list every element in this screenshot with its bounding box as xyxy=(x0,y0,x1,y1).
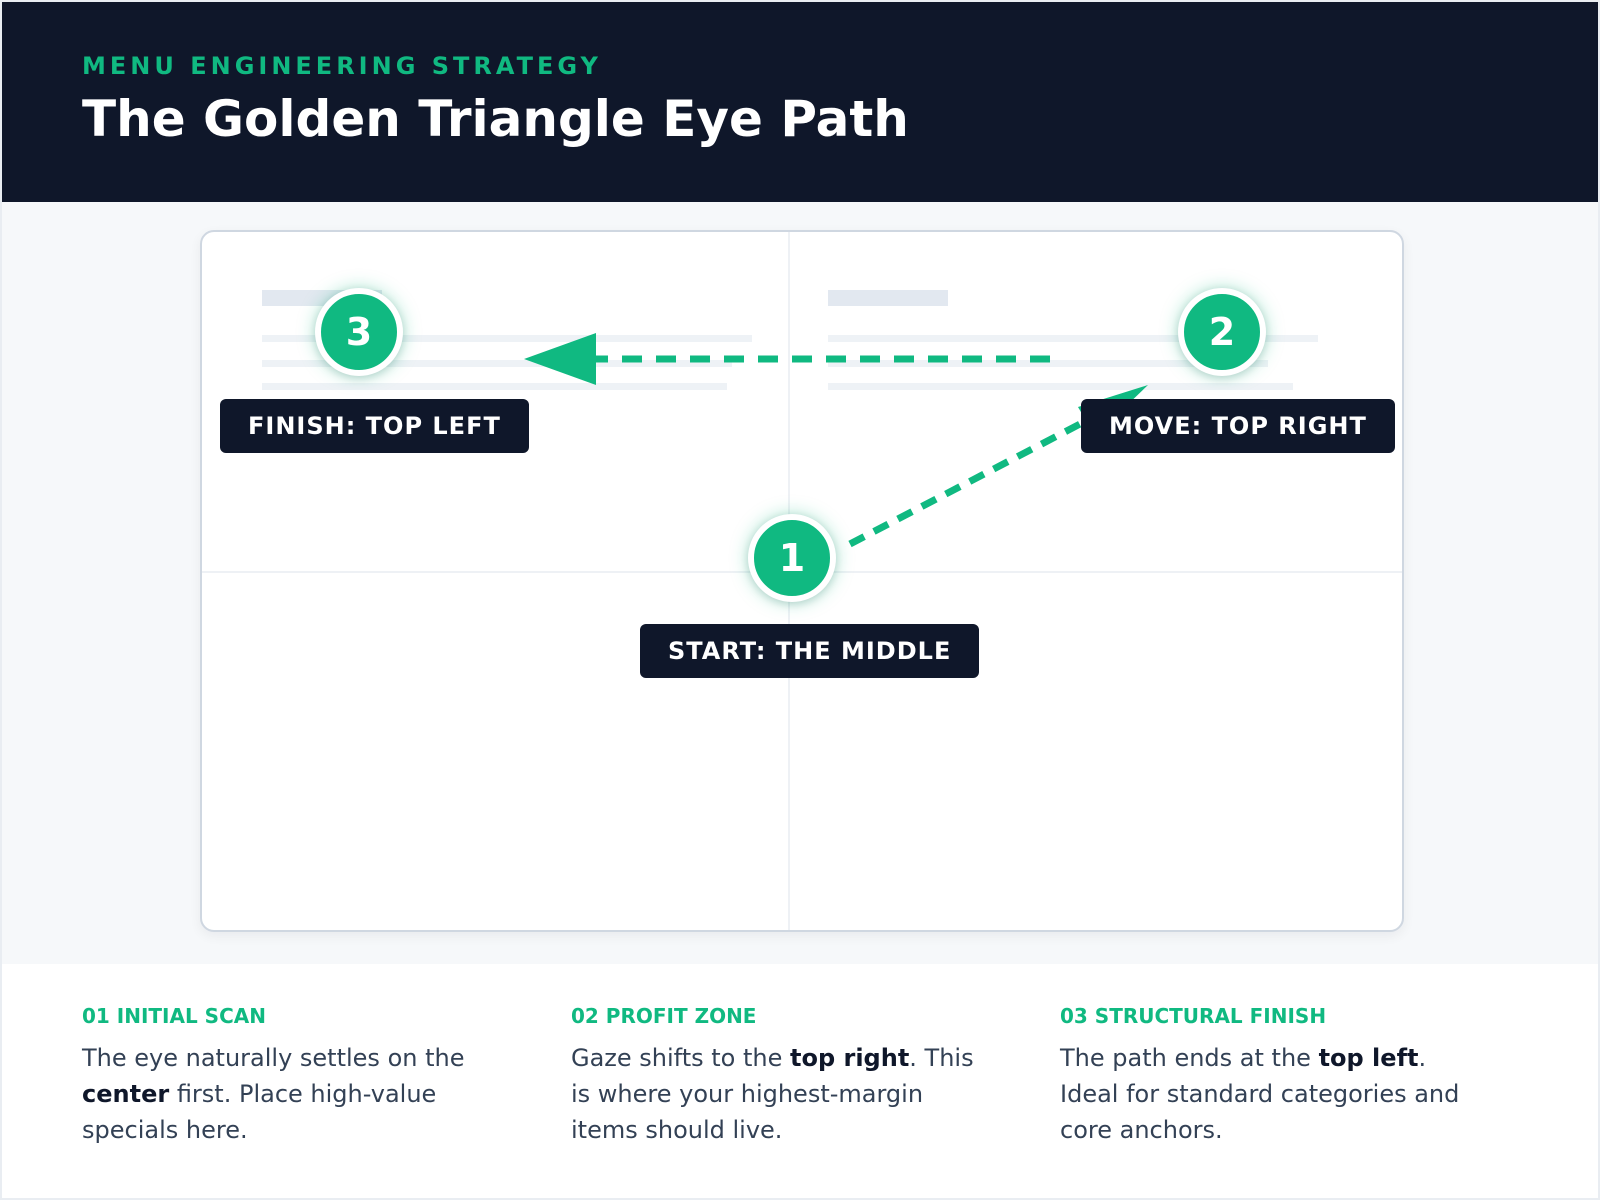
menu-line-placeholder-right xyxy=(828,335,1318,342)
menu-line-placeholder-right xyxy=(828,360,1268,367)
step-2-label: MOVE: TOP RIGHT xyxy=(1081,399,1395,453)
note-emphasis: center xyxy=(82,1080,170,1108)
note-text: The eye naturally settles on the center … xyxy=(82,1040,502,1148)
page-title: The Golden Triangle Eye Path xyxy=(82,90,909,148)
note-structural-finish: 03 STRUCTURAL FINISH The path ends at th… xyxy=(1060,1004,1480,1148)
menu-line-placeholder-left xyxy=(262,360,732,367)
note-emphasis: top right xyxy=(790,1044,910,1072)
step-3-label: FINISH: TOP LEFT xyxy=(220,399,529,453)
note-heading: 01 INITIAL SCAN xyxy=(82,1004,266,1028)
note-text: The path ends at the top left. Ideal for… xyxy=(1060,1040,1480,1148)
explanation-panel: 01 INITIAL SCAN The eye naturally settle… xyxy=(2,964,1598,1198)
note-text: Gaze shifts to the top right. This is wh… xyxy=(571,1040,991,1148)
note-emphasis: top left xyxy=(1318,1044,1419,1072)
menu-line-placeholder-left xyxy=(262,335,752,342)
step-1-marker: 1 xyxy=(748,514,836,602)
note-text-part: Gaze shifts to the xyxy=(571,1044,790,1072)
step-3-marker: 3 xyxy=(315,288,403,376)
note-text-part: . This is where your highest-margin item… xyxy=(571,1044,974,1144)
note-heading: 03 STRUCTURAL FINISH xyxy=(1060,1004,1327,1028)
step-1-label: START: THE MIDDLE xyxy=(640,624,980,678)
step-2-marker: 2 xyxy=(1178,288,1266,376)
note-initial-scan: 01 INITIAL SCAN The eye naturally settle… xyxy=(82,1004,502,1148)
note-text-part: The eye naturally settles on the xyxy=(82,1044,465,1072)
note-text-part: first. Place high-value specials here. xyxy=(82,1080,437,1144)
note-profit-zone: 02 PROFIT ZONE Gaze shifts to the top ri… xyxy=(571,1004,991,1148)
note-text-part: The path ends at the xyxy=(1060,1044,1319,1072)
menu-line-placeholder-left xyxy=(262,383,727,390)
menu-heading-placeholder-right xyxy=(828,290,948,306)
menu-diagram: 1 2 3 START: THE MIDDLE MOVE: TOP RIGHT … xyxy=(200,230,1404,932)
arrowhead-to-top-left xyxy=(524,333,596,385)
menu-line-placeholder-right xyxy=(828,383,1293,390)
eyebrow: MENU ENGINEERING STRATEGY xyxy=(82,52,602,80)
note-heading: 02 PROFIT ZONE xyxy=(571,1004,757,1028)
eye-path-arrow-1-to-2 xyxy=(848,420,1082,548)
header: MENU ENGINEERING STRATEGY The Golden Tri… xyxy=(2,2,1598,202)
eye-path-diagram xyxy=(202,232,1402,930)
note-text-part: . Ideal for standard categories and core… xyxy=(1060,1044,1460,1144)
